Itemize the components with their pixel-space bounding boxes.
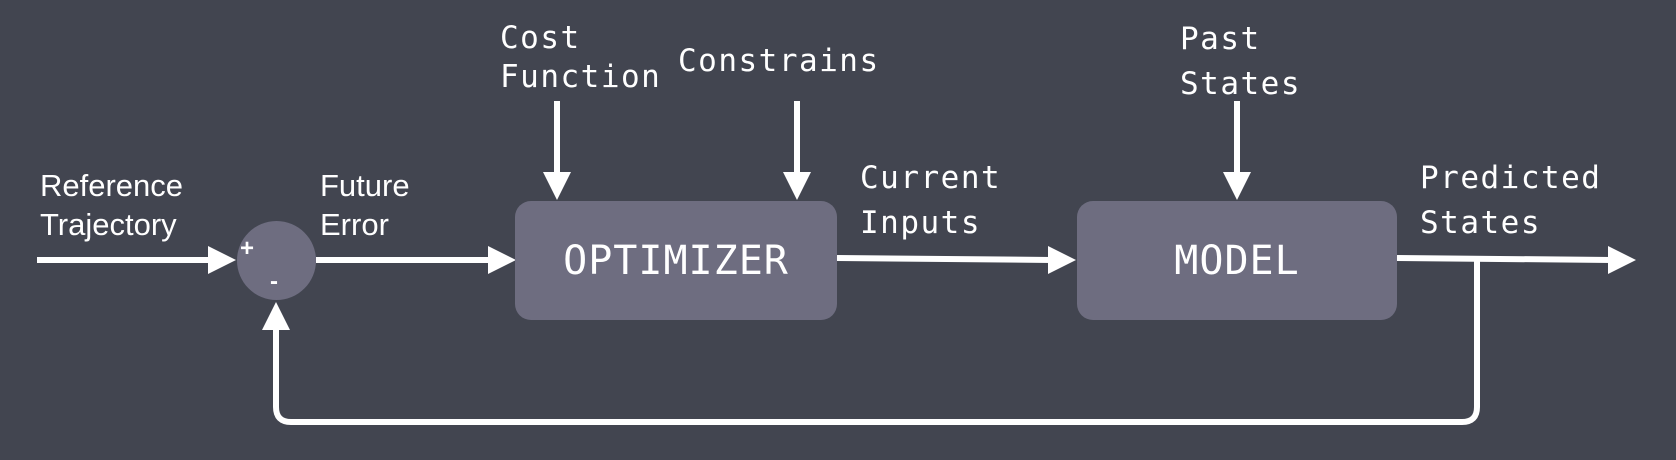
predicted-states-label: Predicted States	[1420, 160, 1602, 241]
past-states-label: Past States	[1180, 21, 1301, 102]
constrains-arrowhead	[783, 172, 811, 200]
output-arrow-line	[1396, 255, 1613, 263]
reference-trajectory-label: Reference Trajectory	[40, 168, 184, 242]
cost-function-arrowhead	[543, 172, 571, 200]
error-arrowhead	[488, 246, 516, 274]
summing-junction	[237, 221, 316, 300]
future-error-label: Future Error	[320, 168, 410, 242]
inputs-arrow-line	[836, 255, 1053, 263]
model-block: MODEL	[1077, 201, 1397, 320]
past-states-arrowhead	[1223, 172, 1251, 200]
sum-plus-sign: +	[240, 235, 255, 262]
inputs-arrowhead	[1048, 246, 1076, 274]
constrains-label: Constrains	[678, 43, 880, 79]
current-inputs-label: Current Inputs	[860, 160, 1002, 241]
reference-arrowhead	[208, 246, 236, 274]
feedback-loop-line	[273, 259, 1480, 425]
feedback-arrowhead	[262, 302, 290, 330]
cost-function-label: Cost Function	[500, 20, 662, 95]
output-arrowhead	[1608, 246, 1636, 274]
optimizer-block: OPTIMIZER	[515, 201, 837, 320]
sum-minus-sign: -	[270, 268, 278, 295]
